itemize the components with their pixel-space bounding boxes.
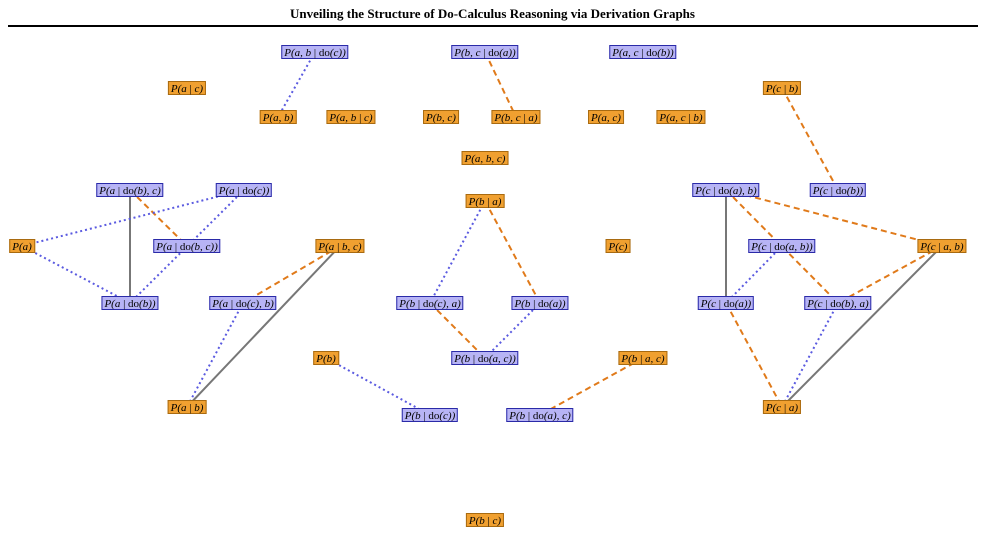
node-n-c-ab: P(c | a, b): [917, 239, 967, 253]
edge-solid-n_c_ab-n_c_a: [781, 245, 943, 408]
node-n-c-dob-a: P(c | do(b), a): [804, 296, 872, 310]
node-n-a-doc-b: P(a | do(c), b): [209, 296, 277, 310]
node-n-abc: P(a, b, c): [461, 151, 509, 165]
edge-dashed-n_c_ab-n_c_dob_a: [837, 245, 943, 304]
node-n-b-doa: P(b | do(a)): [511, 296, 569, 310]
edge-dashed-n_b_a-n_b_doa: [484, 200, 541, 304]
node-n-bc: P(b, c): [423, 110, 459, 124]
edge-dotted-n_c_doab-n_c_doa: [725, 245, 783, 304]
node-n-ac-b: P(a, c | b): [656, 110, 706, 124]
node-n-c-doa: P(c | do(a)): [697, 296, 755, 310]
edge-dashed-n_c_doa-n_c_a: [725, 302, 783, 408]
edge-dotted-n_a-n_a_dob: [21, 245, 131, 304]
node-n-ab: P(a, b): [259, 110, 297, 124]
node-n-a-dob: P(a | do(b)): [101, 296, 159, 310]
node-n-c-a: P(c | a): [762, 400, 802, 414]
node-n-c-doab: P(c | do(a, b)): [748, 239, 816, 253]
edge-dotted-n_b_a-n_b_doc_a: [429, 200, 486, 304]
node-n-a-c: P(a | c): [167, 81, 207, 95]
edge-dashed-n_b_ac-n_b_doa_c: [539, 357, 644, 416]
node-n-b-doac: P(b | do(a, c)): [451, 351, 519, 365]
node-n-b-doc-a: P(b | do(c), a): [396, 296, 464, 310]
node-n-b-doc: P(b | do(c)): [401, 408, 459, 422]
node-n-ac: P(a, c): [588, 110, 624, 124]
edge-dotted-n_c_dob_a-n_c_a: [781, 302, 839, 408]
node-n-c-doa-b: P(c | do(a), b): [692, 183, 760, 197]
node-n-b-doa-c: P(b | do(a), c): [506, 408, 574, 422]
edge-dashed-n_c_doa_b-n_c_dob_a: [725, 189, 839, 304]
edge-dashed-n_bc_doa-n_bc_a: [484, 51, 517, 118]
node-n-a-dobc: P(a | do(b, c)): [153, 239, 221, 253]
node-n-a-bc: P(a | b, c): [315, 239, 365, 253]
edge-dashed-n_c_b-n_c_dob: [781, 87, 839, 191]
edge-dotted-n_a-n_a_doc: [21, 189, 245, 247]
edge-dashed-n_a_bc-n_a_doc_b: [242, 245, 341, 304]
node-n-c-b: P(c | b): [762, 81, 802, 95]
node-n-b-a: P(b | a): [465, 194, 505, 208]
node-n-b: P(b): [313, 351, 339, 365]
node-n-bc-doa: P(b, c | do(a)): [451, 45, 519, 59]
edge-dotted-n_b_doa-n_b_doac: [484, 302, 541, 359]
page-title: Unveiling the Structure of Do-Calculus R…: [290, 6, 695, 21]
edge-dashed-n_a_dob_c-n_a_dobc: [129, 189, 188, 247]
node-n-bc-a: P(b, c | a): [491, 110, 541, 124]
node-n-ac-dob: P(a, c | do(b)): [609, 45, 677, 59]
title-rule: [8, 25, 978, 27]
node-n-ab-doc: P(a, b | do(c)): [281, 45, 349, 59]
node-n-b-c: P(b | c): [465, 513, 505, 527]
edge-dashed-n_c_doa_b-n_c_ab: [725, 189, 943, 247]
edge-solid-n_a_bc-n_a_b: [186, 245, 341, 408]
node-n-a: P(a): [9, 239, 35, 253]
edge-dotted-n_a_doc_b-n_a_b: [186, 302, 244, 408]
node-n-c: P(c): [605, 239, 631, 253]
edge-dotted-n_ab_doc-n_ab: [277, 51, 316, 118]
node-n-c-dob: P(c | do(b)): [809, 183, 867, 197]
node-n-a-doc: P(a | do(c)): [215, 183, 273, 197]
node-n-b-ac: P(b | a, c): [618, 351, 668, 365]
node-n-a-b: P(a | b): [167, 400, 207, 414]
node-n-a-dob-c: P(a | do(b), c): [96, 183, 164, 197]
edge-dotted-n_b-n_b_doc: [325, 357, 431, 416]
edge-dashed-n_b_doc_a-n_b_doac: [429, 302, 486, 359]
node-n-ab-c: P(a, b | c): [326, 110, 376, 124]
